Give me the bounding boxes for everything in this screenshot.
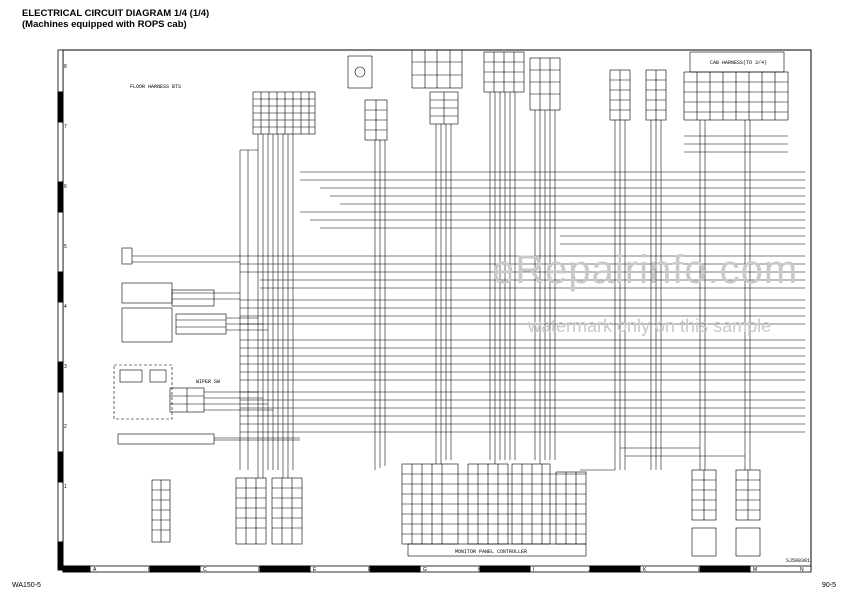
diagram-labels: FLOOR HARNESS BTS CAB HARNESS(TO 3/4) MO…: [130, 60, 810, 564]
grid-row-3: 3: [64, 364, 67, 370]
grid-col-j: J: [588, 567, 591, 573]
grid-column-letters: A B C D E F G H I J K L M N: [93, 567, 804, 573]
grid-row-1: 1: [64, 484, 67, 490]
grid-row-8: 8: [64, 64, 67, 70]
wiper-sw-label: WIPER SW: [196, 379, 220, 385]
grid-col-n: N: [800, 567, 804, 573]
grid-col-f: F: [368, 567, 371, 573]
monitor-panel-label: MONITOR PANEL CONTROLLER: [455, 549, 527, 555]
cab-harness-label: CAB HARNESS(TO 3/4): [710, 60, 767, 66]
watermark-text: eRepairinfo.com: [492, 248, 799, 292]
title-block: ELECTRICAL CIRCUIT DIAGRAM 1/4 (1/4) (Ma…: [22, 8, 209, 30]
grid-col-b: B: [148, 567, 152, 573]
grid-row-numbers: 8 7 6 5 4 3 2 1: [64, 64, 67, 490]
diagram-title: ELECTRICAL CIRCUIT DIAGRAM 1/4 (1/4): [22, 8, 210, 19]
grid-col-d: D: [258, 567, 262, 573]
grid-col-g: G: [423, 567, 427, 573]
grid-row-7: 7: [64, 124, 67, 130]
frame: [57, 49, 812, 573]
grid-row-6: 6: [64, 184, 67, 190]
grid-row-5: 5: [64, 244, 67, 250]
diagram-subtitle: (Machines equipped with ROPS cab): [22, 19, 187, 30]
grid-col-l: L: [698, 567, 701, 573]
grid-row-4: 4: [64, 304, 67, 310]
connector-blocks: [113, 49, 789, 557]
grid-row-2: 2: [64, 424, 67, 430]
grid-col-c: C: [203, 567, 207, 573]
watermark-subtext: watermark only on this sample: [528, 316, 772, 336]
grid-col-h: H: [478, 567, 482, 573]
drawing-number: SJ500301: [786, 558, 810, 564]
grid-col-e: E: [313, 567, 317, 573]
grid-col-a: A: [93, 567, 97, 573]
footer-page-number: 90-5: [822, 582, 837, 589]
grid-col-i: I: [533, 567, 534, 573]
grid-col-k: K: [643, 567, 647, 573]
footer-model: WA150-5: [12, 582, 41, 589]
wiring: [132, 92, 805, 478]
grid-col-m: M: [753, 567, 757, 573]
floor-harness-label: FLOOR HARNESS BTS: [130, 84, 181, 90]
